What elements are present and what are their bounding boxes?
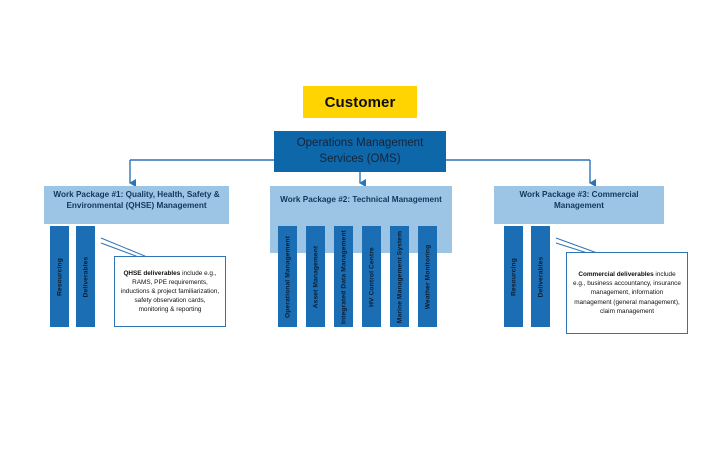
oms-label-line1: Operations Management bbox=[296, 136, 424, 149]
wp3-subbar bbox=[494, 214, 664, 224]
wp1-subbar bbox=[44, 214, 229, 224]
wp1-callout-lead: QHSE deliverables bbox=[123, 269, 181, 277]
wp1-callout-body: include e.g., RAMS, PPE requirements, in… bbox=[120, 269, 220, 314]
wp2-bar-weather-monitoring-label: Weather Monitoring bbox=[424, 244, 431, 309]
work-package-1: Work Package #1: Quality, Health, Safety… bbox=[44, 186, 229, 224]
wp1-bar-deliverables-label: Deliverables bbox=[82, 256, 89, 297]
wp2-bar-hv-control-centre: HV Control Centre bbox=[362, 226, 381, 327]
wp3-bar-deliverables-label: Deliverables bbox=[537, 256, 544, 297]
wp3-bar-resourcing-label: Resourcing bbox=[510, 257, 517, 296]
wp2-bar-marine-management-system: Marine Management System bbox=[390, 226, 409, 327]
wp1-header: Work Package #1: Quality, Health, Safety… bbox=[44, 186, 229, 214]
oms-box: Operations Management Services (OMS) bbox=[274, 131, 446, 172]
wp1-callout: QHSE deliverables include e.g., RAMS, PP… bbox=[114, 256, 226, 327]
wp2-bar-weather-monitoring: Weather Monitoring bbox=[418, 226, 437, 327]
customer-box: Customer bbox=[303, 86, 417, 118]
wp3-callout-lead: Commercial deliverables bbox=[578, 271, 654, 279]
wp1-bar-resourcing: Resourcing bbox=[50, 226, 69, 327]
wp2-bar-hv-control-centre-label: HV Control Centre bbox=[368, 246, 375, 307]
oms-label-line2: Services (OMS) bbox=[319, 152, 401, 165]
wp3-header: Work Package #3: Commercial Management bbox=[494, 186, 664, 214]
wp1-callout-text: QHSE deliverables include e.g., RAMS, PP… bbox=[120, 269, 220, 314]
wp3-bar-resourcing: Resourcing bbox=[504, 226, 523, 327]
wp2-bar-operational-management: Operational Management bbox=[278, 226, 297, 327]
oms-label: Operations Management Services (OMS) bbox=[291, 136, 430, 167]
wp3-callout-text: Commercial deliverables include e.g., bu… bbox=[572, 270, 682, 315]
wp2-bar-marine-management-system-label: Marine Management System bbox=[396, 230, 403, 323]
wp2-bar-integrated-data-management: Integrated Data Management bbox=[334, 226, 353, 327]
wp1-bar-resourcing-label: Resourcing bbox=[56, 257, 63, 296]
wp2-bar-operational-management-label: Operational Management bbox=[284, 235, 291, 318]
wp2-header: Work Package #2: Technical Management bbox=[270, 186, 452, 214]
wp2-bar-asset-management-label: Asset Management bbox=[312, 245, 319, 308]
customer-label: Customer bbox=[324, 93, 396, 111]
wp3-callout-body: include e.g., business accountancy, insu… bbox=[573, 271, 681, 315]
wp3-bar-deliverables: Deliverables bbox=[531, 226, 550, 327]
wp2-bar-integrated-data-management-label: Integrated Data Management bbox=[340, 229, 347, 324]
wp2-bar-asset-management: Asset Management bbox=[306, 226, 325, 327]
work-package-3: Work Package #3: Commercial Management bbox=[494, 186, 664, 224]
wp3-callout: Commercial deliverables include e.g., bu… bbox=[566, 252, 688, 334]
wp1-bar-deliverables: Deliverables bbox=[76, 226, 95, 327]
